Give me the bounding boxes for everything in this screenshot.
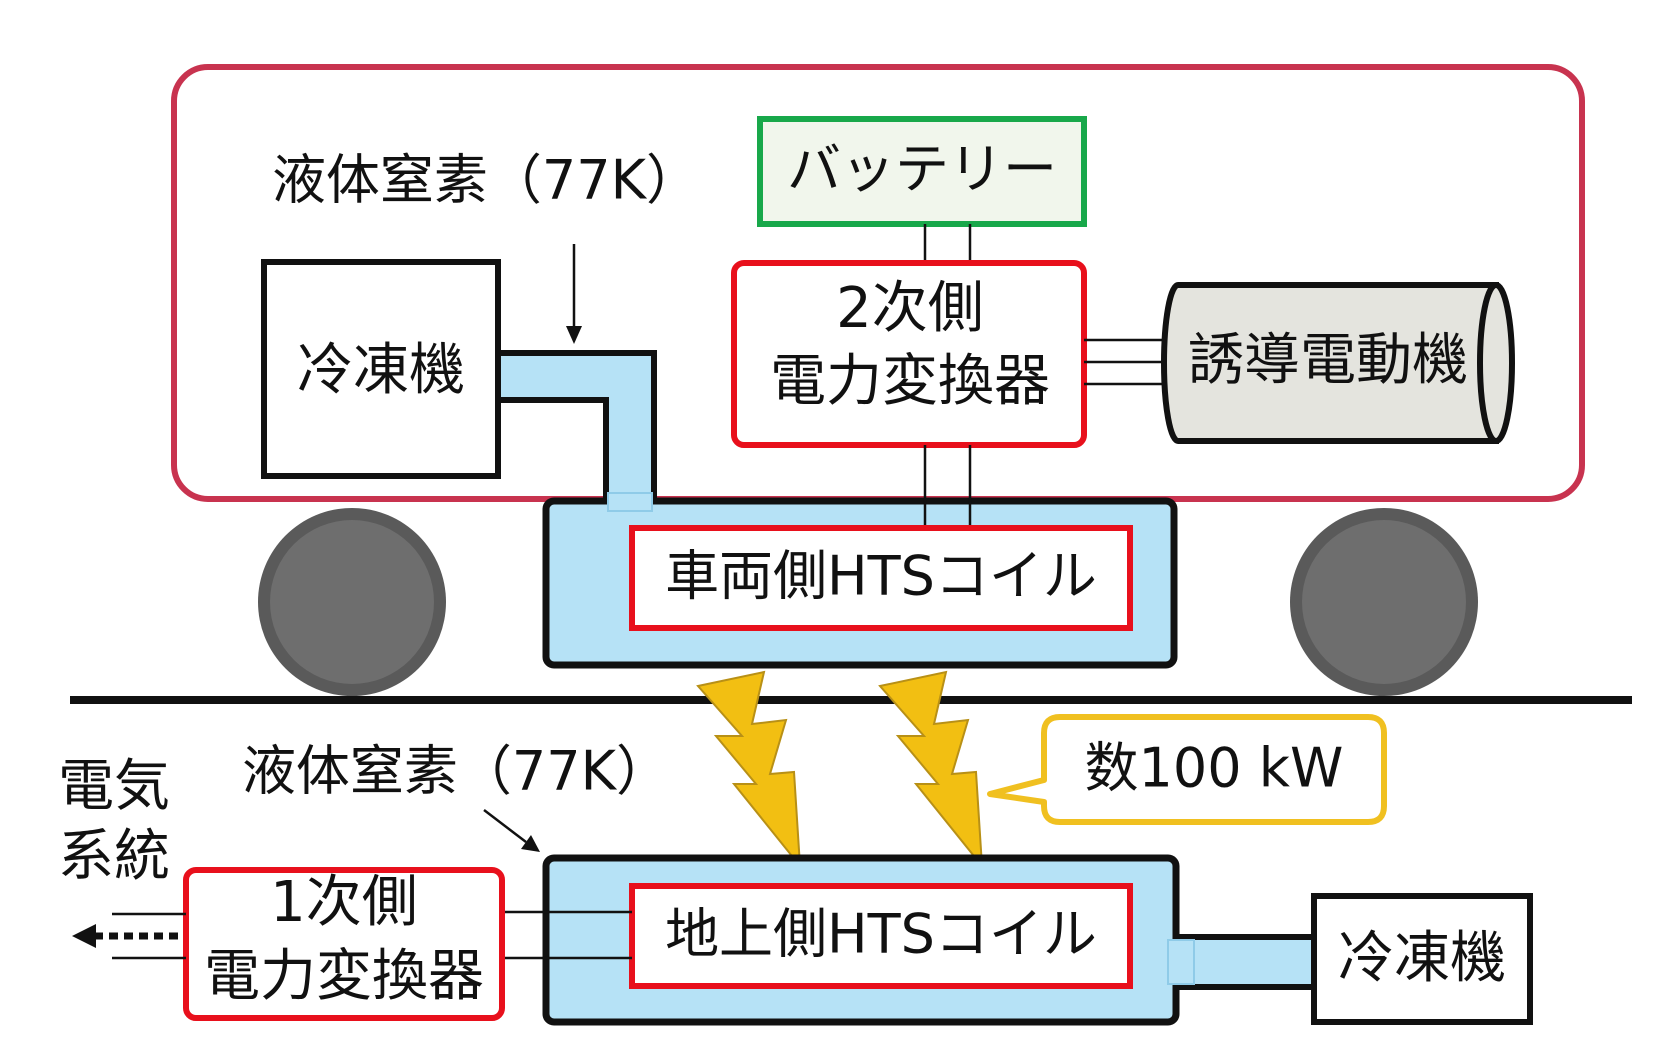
- grid-wires: [112, 912, 186, 960]
- vehicle-refrigerator-label: 冷凍機: [297, 338, 465, 403]
- vehicle-hts-coil-label: 車両側HTSコイル: [665, 545, 1097, 608]
- vehicle-nitrogen-arrowhead: [566, 326, 582, 344]
- wheel-left: [258, 508, 446, 696]
- grid-label-2: 系統: [58, 824, 170, 889]
- wheel-right: [1290, 508, 1478, 696]
- lightning-bolt-right: [878, 670, 984, 870]
- vehicle-hts-coil-box[interactable]: [629, 525, 1133, 631]
- primary-converter-label-1: 1次側: [270, 870, 418, 935]
- primary-converter-box[interactable]: [183, 867, 505, 1021]
- secondary-converter-box[interactable]: [731, 260, 1087, 448]
- induction-motor-label: 誘導電動機: [1188, 328, 1468, 393]
- ground-hts-coil-box[interactable]: [629, 883, 1133, 989]
- power-callout-label: 数100 kW: [1085, 737, 1344, 800]
- battery-label: バッテリー: [787, 138, 1057, 201]
- primary-converter-coil-wires: [502, 910, 632, 960]
- ground-refrigerator-label: 冷凍機: [1338, 926, 1506, 991]
- secondary-converter-label-1: 2次側: [836, 276, 984, 341]
- grid-label-1: 電気: [58, 754, 170, 819]
- ground-nitrogen-arrowhead: [521, 835, 540, 852]
- battery-converter-wires: [923, 224, 972, 262]
- ground-cooling-pipe: [1173, 934, 1319, 990]
- converter-motor-wires: [1084, 338, 1162, 386]
- ground-hts-coil-label: 地上側HTSコイル: [665, 903, 1097, 966]
- vehicle-refrigerator-box[interactable]: [261, 259, 501, 479]
- power-callout-bubble: [987, 714, 1387, 825]
- secondary-converter-label-2: 電力変換器: [770, 349, 1050, 414]
- battery-box[interactable]: [757, 116, 1087, 227]
- grid-arrowhead: [72, 924, 96, 948]
- induction-motor[interactable]: [1161, 282, 1515, 444]
- primary-converter-label-2: 電力変換器: [204, 944, 484, 1009]
- ground-liquid-nitrogen-label: 液体窒素（77K）: [242, 740, 670, 803]
- ground-nitrogen-arrow: [483, 809, 527, 843]
- lightning-bolt-left: [696, 670, 802, 870]
- vehicle-liquid-nitrogen-label: 液体窒素（77K）: [272, 149, 700, 212]
- ground-refrigerator-box[interactable]: [1311, 893, 1533, 1025]
- converter-coil-wires: [923, 445, 972, 527]
